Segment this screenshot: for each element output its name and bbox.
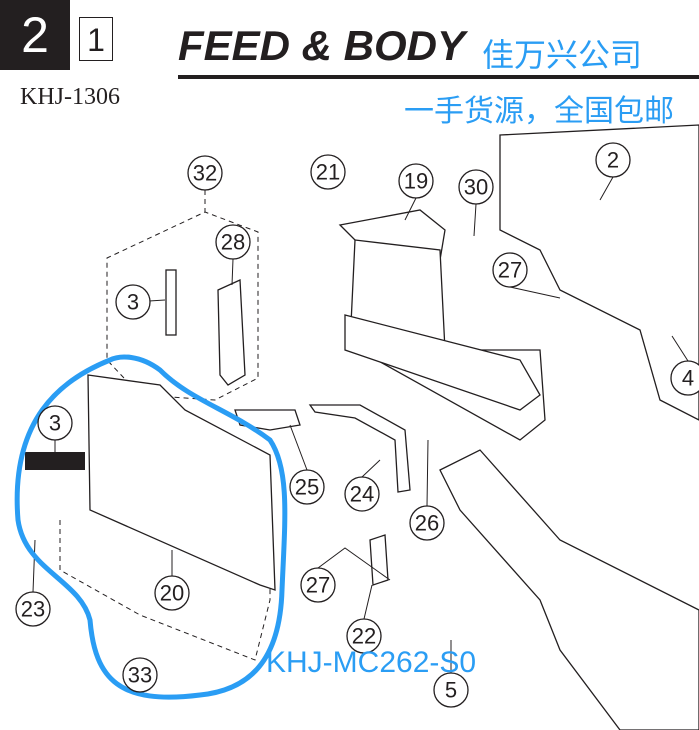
callout-20: 20 bbox=[154, 575, 190, 611]
highlight-outline bbox=[14, 354, 288, 700]
callout-23: 23 bbox=[15, 591, 51, 627]
callout-24: 24 bbox=[344, 476, 380, 512]
svg-text:19: 19 bbox=[404, 169, 428, 194]
svg-text:32: 32 bbox=[193, 161, 217, 186]
callout-30: 30 bbox=[458, 169, 494, 205]
group-33-outline bbox=[59, 520, 271, 661]
callout-28: 28 bbox=[215, 224, 251, 260]
svg-text:2: 2 bbox=[607, 148, 619, 173]
svg-text:28: 28 bbox=[221, 230, 245, 255]
svg-text:22: 22 bbox=[352, 624, 376, 649]
label-3-part bbox=[165, 269, 177, 336]
callout-19: 19 bbox=[398, 163, 434, 199]
svg-text:23: 23 bbox=[21, 597, 45, 622]
watermark-slogan: 一手货源，全国包邮 bbox=[404, 94, 674, 129]
leader-lines bbox=[32, 176, 689, 673]
callout-27: 27 bbox=[492, 252, 528, 288]
svg-text:25: 25 bbox=[295, 475, 319, 500]
plate-20-part bbox=[87, 374, 276, 591]
callout-3: 3 bbox=[115, 284, 151, 320]
callout-21: 21 bbox=[310, 154, 346, 190]
model-number: KHJ-1306 bbox=[20, 84, 120, 110]
subsection-number: 1 bbox=[79, 17, 113, 61]
svg-text:24: 24 bbox=[350, 482, 374, 507]
title-rule bbox=[178, 75, 699, 79]
callout-2: 2 bbox=[595, 142, 631, 178]
lever-24-part bbox=[308, 404, 411, 493]
section-number: 2 bbox=[0, 0, 70, 70]
side-frame-part bbox=[499, 124, 699, 421]
svg-text:26: 26 bbox=[415, 511, 439, 536]
callout-5: 5 bbox=[433, 672, 469, 708]
callout-26: 26 bbox=[409, 505, 445, 541]
callout-3b: 3 bbox=[37, 405, 73, 441]
svg-text:5: 5 bbox=[445, 678, 457, 703]
page-title: FEED & BODY bbox=[178, 22, 466, 69]
svg-text:4: 4 bbox=[682, 366, 694, 391]
rail-part bbox=[344, 314, 541, 411]
callout-27b: 27 bbox=[300, 567, 336, 603]
callout-22: 22 bbox=[346, 618, 382, 654]
callout-33: 33 bbox=[122, 657, 158, 693]
svg-text:30: 30 bbox=[464, 175, 488, 200]
spring-28-part bbox=[217, 279, 246, 386]
label-3b-part bbox=[25, 452, 85, 470]
svg-text:3: 3 bbox=[127, 290, 139, 315]
svg-text:20: 20 bbox=[160, 581, 184, 606]
callout-25: 25 bbox=[289, 469, 325, 505]
svg-text:21: 21 bbox=[316, 160, 340, 185]
svg-text:27: 27 bbox=[306, 573, 330, 598]
watermark-company: 佳万兴公司 bbox=[482, 36, 643, 74]
lower-arm-part bbox=[439, 449, 699, 730]
svg-text:27: 27 bbox=[498, 258, 522, 283]
svg-text:3: 3 bbox=[49, 411, 61, 436]
callout-4: 4 bbox=[670, 360, 699, 396]
svg-text:33: 33 bbox=[128, 663, 152, 688]
callout-32: 32 bbox=[187, 155, 223, 191]
watermark-part-number: KHJ-MC262-S0 bbox=[266, 646, 477, 679]
bracket-22-part bbox=[369, 534, 389, 586]
